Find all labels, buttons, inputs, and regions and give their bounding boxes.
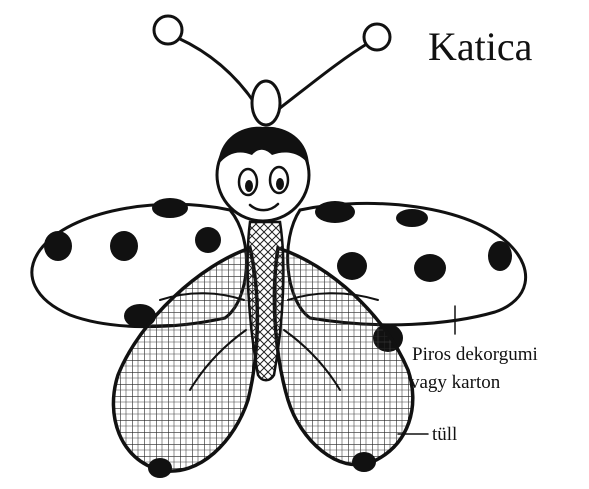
tulle-label: tüll bbox=[432, 424, 457, 445]
left-pupil bbox=[245, 180, 253, 192]
drawing-title: Katica bbox=[428, 24, 533, 69]
right-wing-spot bbox=[396, 209, 428, 227]
right-wing-spot bbox=[488, 241, 512, 271]
right-pupil bbox=[276, 178, 284, 190]
right-wing-spot bbox=[414, 254, 446, 282]
left-wing-spot bbox=[110, 231, 138, 261]
right-antenna bbox=[280, 42, 370, 108]
right-antenna-tip bbox=[364, 24, 390, 50]
left-tulle-wing-spot bbox=[148, 458, 172, 478]
wing-material-label-line1: Piros dekorgumi bbox=[412, 344, 538, 365]
antenna-loop bbox=[252, 81, 280, 125]
right-wing-spot bbox=[315, 201, 355, 223]
wing-material-label-line2: vagy karton bbox=[410, 372, 501, 393]
ladybug-head bbox=[217, 127, 309, 221]
left-wing-spot bbox=[44, 231, 72, 261]
left-wing-spot bbox=[195, 227, 221, 253]
right-wing-spot bbox=[337, 252, 367, 280]
left-antenna-tip bbox=[154, 16, 182, 44]
antennae bbox=[154, 16, 390, 125]
right-tulle-wing-spot bbox=[352, 452, 376, 472]
left-antenna bbox=[178, 38, 258, 108]
left-wing-spot bbox=[152, 198, 188, 218]
